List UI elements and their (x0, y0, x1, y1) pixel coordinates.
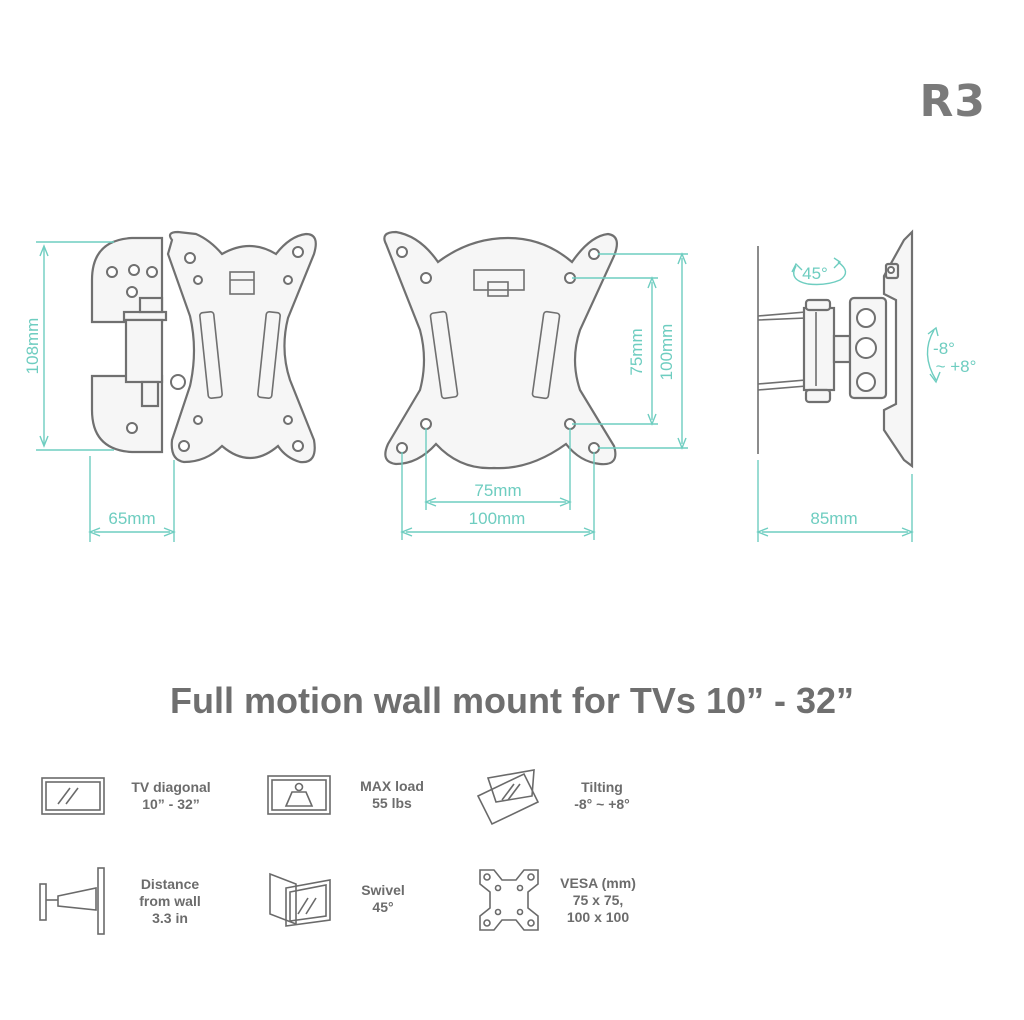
plate-slot (257, 311, 281, 399)
hinge-block (802, 306, 836, 392)
dimension-100-vertical: 100mm (598, 252, 688, 450)
feature-value: 100 x 100 (566, 908, 630, 925)
feature-label: Tilting (581, 779, 623, 795)
plate-slot (531, 310, 561, 400)
tilt-angle-top: -8° (933, 339, 955, 358)
tilt-icon (476, 769, 540, 826)
arm-bar (122, 310, 168, 322)
feature-tilting: Tilting -8° ~ +8° (474, 766, 640, 826)
plate-hole (146, 266, 158, 278)
arm-block (124, 318, 164, 384)
feature-label: MAX load (360, 778, 424, 794)
vesa-plate-icon (479, 869, 539, 931)
vesa-plate-front (383, 230, 619, 470)
plate-hole (126, 286, 138, 298)
weight-icon (267, 775, 331, 815)
wall-distance-icon (39, 867, 105, 935)
feature-label: Distance (140, 875, 200, 892)
plate-hole (126, 422, 138, 434)
feature-label: from wall (139, 892, 201, 909)
dim-vesa-large-h: 100mm (469, 509, 526, 528)
arm-bolt (140, 380, 160, 408)
feature-value: 3.3 in (152, 909, 188, 926)
plate-hole (128, 264, 140, 276)
dimension-75-vertical: 75mm (572, 276, 658, 426)
swivel-angle: 45° (802, 264, 828, 283)
model-code: R3 (919, 76, 986, 127)
feature-vesa: VESA (mm) 75 x 75, 100 x 100 (476, 866, 644, 934)
feature-label: Swivel (361, 882, 405, 898)
dimension-85: 85mm (756, 460, 914, 542)
feature-value: 45° (372, 899, 394, 915)
feature-value: 75 x 75, (572, 891, 624, 908)
feature-swivel: Swivel 45° (268, 868, 408, 930)
vesa-plate-side (166, 230, 317, 464)
feature-value: -8° ~ +8° (574, 796, 630, 812)
plate-slot (199, 311, 223, 399)
pivot-knob (170, 374, 186, 390)
feature-wall-distance: Distance from wall 3.3 in (38, 866, 208, 936)
dimension-100-horizontal: 100mm (400, 452, 596, 540)
feature-value: 10” - 32” (142, 796, 200, 812)
tv-screen-icon (41, 777, 105, 815)
swivel-icon (269, 872, 331, 927)
feature-label: TV diagonal (131, 779, 211, 795)
profile-view-mount (757, 229, 914, 469)
feature-tv-diagonal: TV diagonal 10” - 32” (40, 774, 218, 818)
tilt-indicator: -8° ~ +8° (926, 326, 977, 384)
dim-vesa-small-v: 75mm (627, 328, 646, 375)
dimension-108: 108mm (23, 241, 114, 451)
dimension-65: 65mm (88, 456, 176, 542)
dim-vesa-large-v: 100mm (657, 324, 676, 381)
feature-value: 55 lbs (372, 795, 412, 811)
side-view-mount (90, 230, 317, 464)
dim-vesa-small-h: 75mm (474, 481, 521, 500)
plate-hole (106, 266, 118, 278)
plate-slot (429, 310, 459, 400)
feature-max-load: MAX load 55 lbs (266, 772, 428, 818)
dim-side-depth: 65mm (108, 509, 155, 528)
technical-drawing: 108mm 65mm 75mm 1 (23, 229, 977, 542)
feature-label: VESA (mm) (560, 874, 636, 891)
dim-side-height: 108mm (23, 318, 42, 375)
swivel-indicator: 45° (791, 257, 847, 286)
tilt-angle-bottom: ~ +8° (936, 357, 977, 376)
arm-bolt (138, 296, 164, 314)
dim-profile-depth: 85mm (810, 509, 857, 528)
dimension-75-horizontal: 75mm (424, 428, 572, 510)
plate-latch (473, 269, 525, 291)
plate-latch (229, 271, 255, 295)
vesa-plate-edge (882, 229, 914, 469)
main-title: Full motion wall mount for TVs 10” - 32” (169, 680, 855, 721)
